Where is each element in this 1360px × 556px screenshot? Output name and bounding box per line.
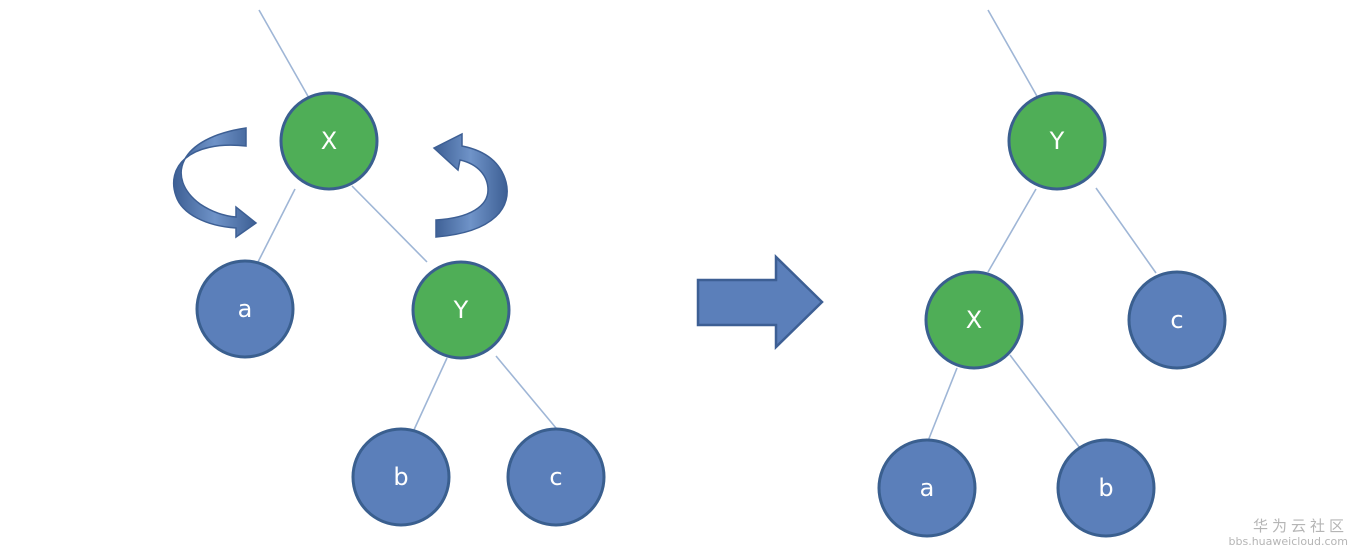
edge-parent-y xyxy=(987,9,1039,99)
node-b: b xyxy=(1056,438,1156,538)
edge-y-b xyxy=(412,357,448,433)
edge-y-x xyxy=(987,188,1037,273)
edge-x-y xyxy=(351,185,428,263)
node-y: Y xyxy=(1007,91,1107,191)
watermark: 华为云社区 bbs.huaweicloud.com xyxy=(1229,517,1348,548)
node-a-label: a xyxy=(920,474,935,502)
edge-x-a xyxy=(257,188,296,263)
after-tree: Y X c a b xyxy=(877,9,1227,538)
edge-y-c xyxy=(1095,187,1157,274)
node-a-label: a xyxy=(238,295,253,323)
node-x: X xyxy=(279,91,379,191)
node-c: c xyxy=(506,427,606,527)
edge-x-a xyxy=(927,367,958,442)
rotate-arrow-right-icon xyxy=(432,132,508,238)
node-c-label: c xyxy=(549,463,562,491)
rotate-arrow-left-icon xyxy=(172,127,258,239)
watermark-title: 华为云社区 xyxy=(1252,517,1348,535)
node-b-label: b xyxy=(1098,474,1113,502)
node-a: a xyxy=(195,259,295,359)
node-c-label: c xyxy=(1170,306,1183,334)
transition-arrow-icon xyxy=(696,254,824,350)
before-tree: X a Y b c xyxy=(172,9,606,527)
watermark-url: bbs.huaweicloud.com xyxy=(1228,535,1348,548)
edge-parent-x xyxy=(258,9,310,99)
edge-y-c xyxy=(495,355,557,429)
node-y-label: Y xyxy=(453,296,469,324)
node-c: c xyxy=(1127,270,1227,370)
node-x-label: X xyxy=(321,127,337,155)
node-y-label: Y xyxy=(1049,127,1065,155)
node-a: a xyxy=(877,438,977,538)
node-x-label: X xyxy=(966,306,982,334)
node-b-label: b xyxy=(393,463,408,491)
edge-x-b xyxy=(1009,354,1081,449)
node-y: Y xyxy=(411,260,511,360)
node-b: b xyxy=(351,427,451,527)
node-x: X xyxy=(924,270,1024,370)
